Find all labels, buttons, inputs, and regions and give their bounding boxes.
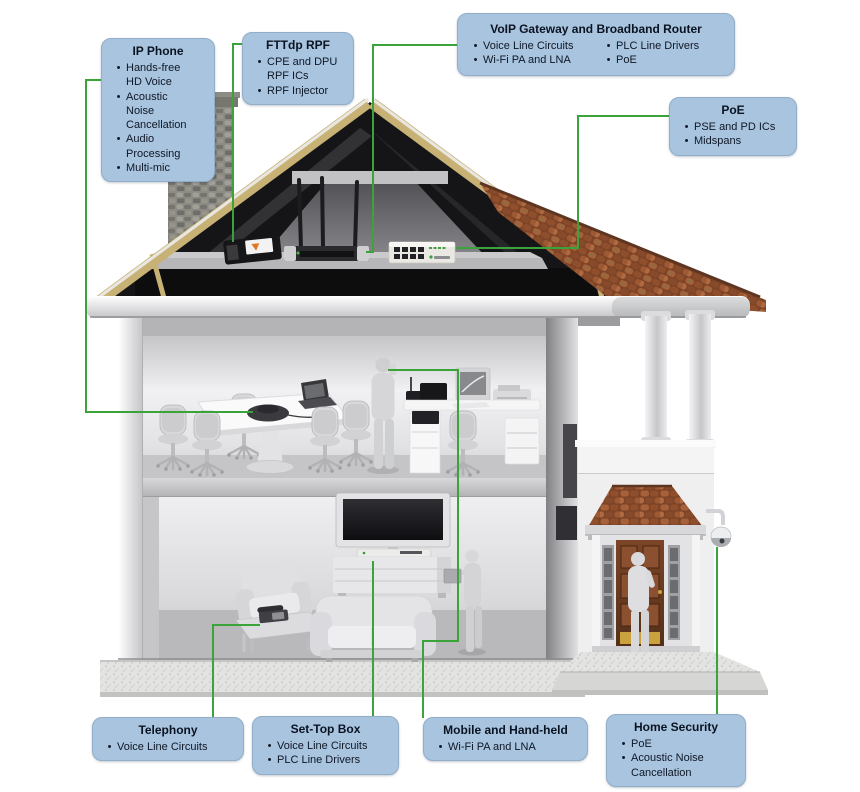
- poe-switch: [388, 241, 456, 264]
- callout-item: PoE: [616, 737, 740, 751]
- callout-item: Hands-free HD Voice: [111, 61, 209, 90]
- callout-list: Voice Line Circuits Wi-Fi PA and LNA: [464, 39, 595, 68]
- person-at-door: [628, 552, 655, 660]
- callout-item: Voice Line Circuits: [102, 740, 238, 754]
- wifi-router: [284, 176, 369, 261]
- set-top-box-device: [356, 548, 432, 558]
- callout-fttdp-rpf: FTTdp RPF CPE and DPU RPF ICs RPF Inject…: [242, 32, 354, 105]
- roof-beam-left: [87, 98, 372, 312]
- callout-title: Telephony: [138, 723, 198, 737]
- person-on-phone: [367, 357, 399, 474]
- desk-workstation: [403, 367, 541, 478]
- tv-cabinet: [333, 557, 451, 598]
- balcony-parapet: [575, 440, 716, 447]
- callout-item: PoE: [601, 53, 728, 67]
- callout-item: PLC Line Drivers: [601, 39, 728, 53]
- foundation: [100, 660, 585, 696]
- door-sidelight: [602, 545, 614, 640]
- attic-collar-beam: [292, 171, 448, 184]
- callout-ip-phone: IP Phone Hands-free HD Voice Acoustic No…: [101, 38, 215, 183]
- connector-telephony: [212, 624, 260, 718]
- callout-list: PSE and PD ICs Midspans: [675, 120, 791, 149]
- callout-voip-gateway: VoIP Gateway and Broadband Router Voice …: [457, 13, 735, 76]
- tv: [335, 492, 451, 556]
- connector-poe: [456, 115, 669, 249]
- callout-list: Wi-Fi PA and LNA: [429, 740, 582, 754]
- fax-machine: [420, 383, 447, 401]
- callout-home-security: Home Security PoE Acoustic Noise Cancell…: [606, 714, 746, 787]
- callout-item: Acoustic Noise Cancellation: [616, 751, 740, 780]
- callout-item: RPF Injector: [252, 84, 348, 98]
- drawer-unit: [504, 417, 540, 465]
- telephone: [257, 605, 289, 624]
- entrance-steps: [552, 652, 768, 695]
- laptop: [298, 379, 337, 409]
- callout-item: Voice Line Circuits: [468, 39, 595, 53]
- callout-poe: PoE PSE and PD ICs Midspans: [669, 97, 797, 156]
- connector-lines: [85, 43, 718, 718]
- upper-floor-furniture: [154, 357, 541, 478]
- callout-title: PoE: [721, 103, 745, 117]
- callout-item: Voice Line Circuits: [262, 739, 393, 753]
- callout-item: Audio Processing: [111, 132, 209, 161]
- floor-slab: [143, 478, 578, 497]
- callout-title: Mobile and Hand-held: [443, 723, 568, 737]
- callout-list: CPE and DPU RPF ICs RPF Injector: [248, 55, 348, 98]
- connector-voip-gateway: [366, 44, 457, 253]
- person-with-tablet: [443, 549, 486, 656]
- callout-set-top-box: Set-Top Box Voice Line Circuits PLC Line…: [252, 716, 399, 775]
- conference-phone: [247, 404, 323, 422]
- keyboard: [452, 402, 490, 409]
- callout-item: Wi-Fi PA and LNA: [468, 53, 595, 67]
- callout-item: Multi-mic: [111, 161, 209, 175]
- callout-item: Midspans: [679, 134, 791, 148]
- wall-mounted-panel: [556, 506, 577, 540]
- callout-list: PLC Line Drivers PoE: [597, 39, 728, 68]
- callout-list: Hands-free HD Voice Acoustic Noise Cance…: [107, 61, 209, 175]
- callout-item: Wi-Fi PA and LNA: [433, 740, 582, 754]
- right-wing: [552, 310, 768, 695]
- callout-title: Set-Top Box: [290, 722, 361, 736]
- connector-ip-phone: [85, 79, 253, 413]
- callout-title: Home Security: [633, 720, 719, 734]
- callout-telephony: Telephony Voice Line Circuits: [92, 717, 244, 762]
- callout-item: CPE and DPU RPF ICs: [252, 55, 348, 84]
- callout-columns: Voice Line Circuits Wi-Fi PA and LNA PLC…: [464, 39, 728, 68]
- callout-item: Acoustic Noise Cancellation: [111, 90, 209, 133]
- tablet: [443, 568, 462, 584]
- monitor: [455, 367, 491, 403]
- connector-fttdp-rpf: [232, 43, 242, 242]
- callout-item: PSE and PD ICs: [679, 120, 791, 134]
- callout-title: VoIP Gateway and Broadband Router: [490, 22, 702, 36]
- callout-item: PLC Line Drivers: [262, 753, 393, 767]
- tiled-roof: [479, 181, 766, 312]
- balcony-column: [685, 310, 715, 449]
- dpu-device: [223, 235, 282, 265]
- callout-list: Voice Line Circuits: [98, 740, 238, 754]
- connector-mobile-handheld: [388, 369, 459, 718]
- callout-title: FTTdp RPF: [266, 38, 330, 52]
- callout-list: PoE Acoustic Noise Cancellation: [612, 737, 740, 780]
- callout-list: Voice Line Circuits PLC Line Drivers: [258, 739, 393, 768]
- security-camera: [706, 509, 732, 547]
- door-sidelight: [668, 545, 680, 640]
- balcony-column: [641, 311, 671, 447]
- callout-mobile-handheld: Mobile and Hand-held Wi-Fi PA and LNA: [423, 717, 588, 762]
- callout-title: IP Phone: [132, 44, 184, 58]
